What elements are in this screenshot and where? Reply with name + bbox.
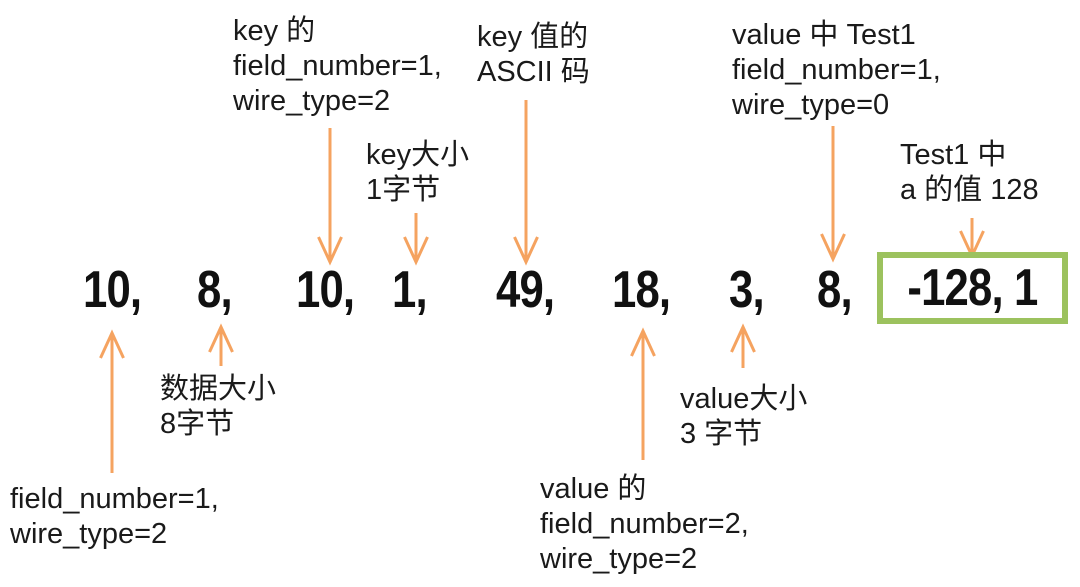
down-arrow-test1-a-value-icon <box>959 218 985 260</box>
annotation-key-size: key大小 1字节 <box>366 138 469 208</box>
annotation-line: field_number=1, <box>732 54 941 86</box>
annotation-line: field_number=1, <box>233 50 442 82</box>
annotation-test1-a-value: Test1 中 a 的值 128 <box>900 138 1039 208</box>
annotation-line: 8字节 <box>160 408 235 440</box>
annotation-line: field_number=1, <box>10 483 219 515</box>
byte-token-0: 10, <box>83 261 142 319</box>
annotation-line: wire_type=0 <box>732 89 890 121</box>
annotation-line: value 的 <box>540 473 647 505</box>
annotation-line: 1字节 <box>366 174 441 206</box>
byte-token-boxed: -128, 1 <box>907 259 1038 317</box>
annotation-line: value大小 <box>680 383 808 415</box>
byte-token-3: 1, <box>392 261 428 319</box>
annotation-line: wire_type=2 <box>233 85 391 117</box>
annotation-value-test1-field: value 中 Test1 field_number=1, wire_type=… <box>732 18 941 123</box>
annotation-line: key大小 <box>366 139 470 171</box>
annotation-data-size: 数据大小 8字节 <box>160 372 276 442</box>
annotation-value-field: value 的 field_number=2, wire_type=2 <box>540 472 749 577</box>
byte-token-6: 3, <box>729 261 765 319</box>
down-arrow-key-ascii-icon <box>513 100 539 266</box>
byte-token-2: 10, <box>296 261 355 319</box>
annotation-line: ASCII 码 <box>477 56 590 88</box>
up-arrow-first-field-icon <box>99 329 125 473</box>
annotation-first-field: field_number=1, wire_type=2 <box>10 482 219 552</box>
annotation-line: key 的 <box>233 15 316 47</box>
annotation-line: 数据大小 <box>160 373 277 405</box>
annotation-value-size: value大小 3 字节 <box>680 382 807 452</box>
annotation-line: field_number=2, <box>540 508 749 540</box>
down-arrow-value-test1-field-icon <box>820 126 846 263</box>
annotation-line: wire_type=2 <box>540 543 698 575</box>
byte-token-1: 8, <box>197 261 233 319</box>
annotation-line: value 中 Test1 <box>732 19 916 51</box>
up-arrow-value-size-icon <box>730 323 756 368</box>
down-arrow-key-size-icon <box>403 213 429 266</box>
highlight-box: -128, 1 <box>877 252 1068 324</box>
byte-token-7: 8, <box>817 261 853 319</box>
byte-token-4: 49, <box>496 261 555 319</box>
down-arrow-key-field-icon <box>317 128 343 266</box>
annotation-line: 3 字节 <box>680 418 763 450</box>
up-arrow-data-size-icon <box>208 323 234 366</box>
annotation-line: key 值的 <box>477 21 589 53</box>
annotation-line: Test1 中 <box>900 139 1007 171</box>
byte-token-5: 18, <box>612 261 671 319</box>
annotation-key-ascii: key 值的 ASCII 码 <box>477 20 590 90</box>
annotation-line: wire_type=2 <box>10 518 168 550</box>
up-arrow-value-field-icon <box>630 327 656 460</box>
annotation-line: a 的值 128 <box>900 174 1039 206</box>
annotation-key-field: key 的 field_number=1, wire_type=2 <box>233 14 442 119</box>
